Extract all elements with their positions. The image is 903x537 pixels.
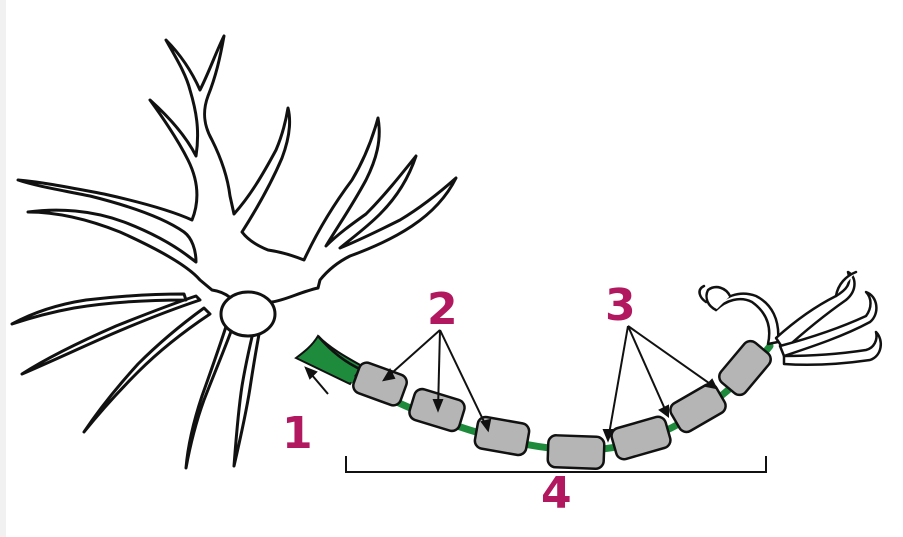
label-2: 2	[427, 284, 458, 335]
myelin-segment	[352, 361, 408, 407]
myelinated-axon-bracket	[345, 456, 767, 473]
myelin-segment	[546, 434, 606, 470]
label-3: 3	[605, 280, 636, 331]
nucleus	[219, 290, 277, 338]
axon-terminals	[698, 270, 883, 367]
label-4: 4	[541, 468, 572, 519]
screenshot-edge	[0, 0, 6, 537]
cell-body	[10, 34, 458, 470]
myelin-sheath	[352, 339, 772, 470]
annotation-arrows	[304, 325, 718, 443]
arrowhead	[658, 404, 669, 418]
myelin-segment	[610, 415, 672, 461]
myelin-segment	[669, 382, 727, 434]
arrowhead	[432, 399, 444, 413]
arrowhead	[381, 367, 396, 382]
arrowhead	[304, 366, 318, 380]
axon-outline-top	[317, 335, 363, 372]
label-1: 1	[282, 408, 313, 459]
arrowhead	[480, 418, 492, 433]
arrowhead	[602, 429, 614, 443]
myelin-segment	[718, 339, 772, 397]
arrowhead	[703, 378, 718, 390]
